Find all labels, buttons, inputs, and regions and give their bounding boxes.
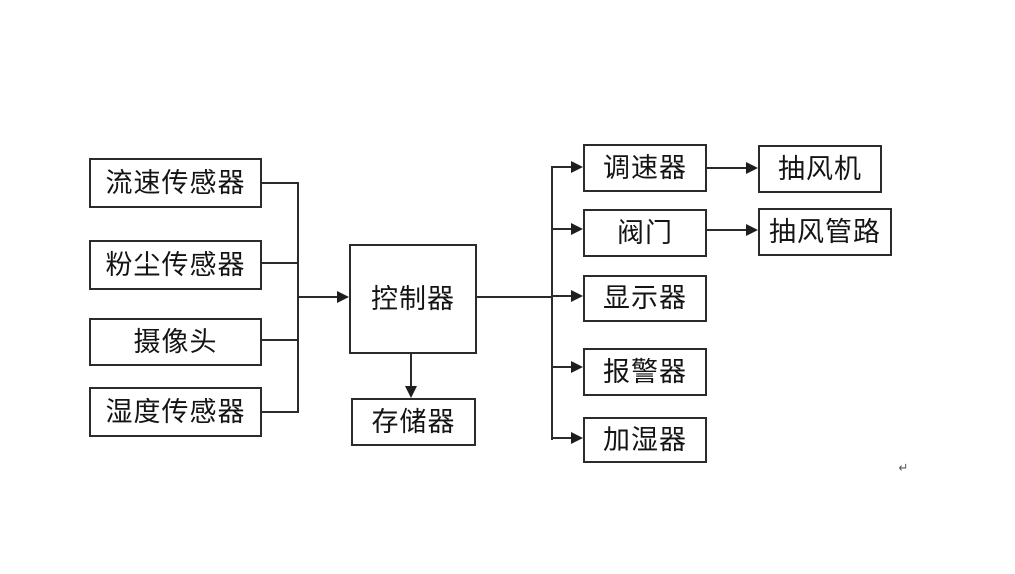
- node-alarm-label: 报警器: [603, 356, 687, 388]
- edge-line: [707, 229, 747, 231]
- edge-line: [262, 339, 299, 341]
- node-exhaust-fan: 抽风机: [758, 145, 882, 193]
- edge-line: [297, 296, 338, 298]
- node-humidifier-label: 加湿器: [603, 424, 687, 456]
- paragraph-mark: ↵: [898, 461, 909, 476]
- node-humidity-sensor: 湿度传感器: [89, 387, 262, 437]
- edge-line: [477, 296, 553, 298]
- node-speed-regulator-label: 调速器: [603, 152, 687, 184]
- node-controller-label: 控制器: [371, 283, 455, 315]
- edge-line: [707, 167, 747, 169]
- arrowhead-into-valve: [571, 223, 583, 235]
- node-exhaust-duct: 抽风管路: [758, 208, 892, 256]
- node-alarm: 报警器: [583, 348, 707, 396]
- node-dust-sensor-label: 粉尘传感器: [105, 249, 246, 281]
- edge-line: [262, 411, 299, 413]
- arrowhead-into-storage: [405, 386, 417, 398]
- edge-line: [551, 228, 572, 230]
- edge-line: [262, 262, 299, 264]
- node-dust-sensor: 粉尘传感器: [89, 240, 262, 290]
- edge-line: [551, 295, 572, 297]
- node-camera: 摄像头: [89, 318, 262, 366]
- node-exhaust-fan-label: 抽风机: [778, 153, 862, 185]
- arrowhead-into-controller: [337, 291, 349, 303]
- node-flow-sensor-label: 流速传感器: [105, 167, 246, 199]
- arrowhead-into-exhaust-duct: [746, 224, 758, 236]
- edge-line: [262, 182, 299, 184]
- node-valve-label: 阀门: [617, 217, 673, 249]
- node-display-label: 显示器: [603, 283, 687, 314]
- node-exhaust-duct-label: 抽风管路: [769, 216, 881, 248]
- node-display: 显示器: [583, 275, 707, 322]
- node-humidifier: 加湿器: [583, 417, 707, 463]
- node-humidity-sensor-label: 湿度传感器: [105, 396, 246, 428]
- arrowhead-into-display: [571, 290, 583, 302]
- arrowhead-into-speed-regulator: [571, 161, 583, 173]
- arrowhead-into-alarm: [571, 361, 583, 373]
- node-controller: 控制器: [349, 244, 477, 354]
- right-bus-line: [551, 167, 553, 440]
- arrowhead-into-exhaust-fan: [746, 162, 758, 174]
- node-storage-label: 存储器: [371, 406, 456, 438]
- node-flow-sensor: 流速传感器: [89, 158, 262, 208]
- node-storage: 存储器: [351, 398, 476, 446]
- node-camera-label: 摄像头: [133, 326, 218, 358]
- edge-line: [551, 366, 572, 368]
- edge-line: [551, 166, 572, 168]
- edge-line: [551, 437, 572, 439]
- arrowhead-into-humidifier: [571, 432, 583, 444]
- node-valve: 阀门: [583, 209, 707, 257]
- node-speed-regulator: 调速器: [583, 144, 707, 192]
- edge-line: [410, 354, 412, 388]
